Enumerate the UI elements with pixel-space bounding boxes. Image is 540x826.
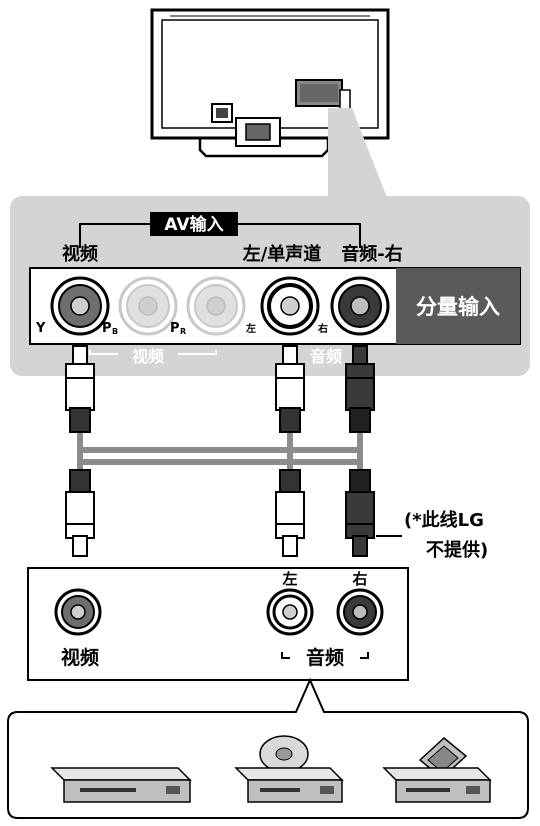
plug-video-bottom <box>65 469 95 557</box>
plug-audio-right-bottom <box>345 469 375 557</box>
zoom-pointer <box>328 108 388 200</box>
audio-bracket-left <box>281 652 290 659</box>
jack-pb[interactable] <box>118 276 178 336</box>
jack-left-label: 左 <box>245 322 256 335</box>
jack-pr[interactable] <box>186 276 246 336</box>
component-audio-group-label: 音频 <box>310 347 342 366</box>
vcr-icon <box>382 737 492 803</box>
cable-bundle <box>77 430 363 470</box>
device-right-label: 右 <box>352 570 367 588</box>
jack-pr-sub: R <box>180 327 186 336</box>
component-input-block <box>396 268 520 344</box>
device-jack-video[interactable] <box>54 588 102 636</box>
plug-audio-left-top <box>275 345 305 433</box>
cable-note-line1: (*此线LG <box>404 509 484 531</box>
jack-y[interactable] <box>50 276 110 336</box>
av-audio-left-label: 左/单声道 <box>243 243 322 265</box>
av-input-title-bg <box>150 212 238 236</box>
device-audio-label: 音频 <box>306 646 344 669</box>
jack-right-label: 右 <box>317 322 328 335</box>
av-video-label: 视频 <box>62 243 98 265</box>
cable-note-line2: 不提供) <box>426 539 488 561</box>
video-group-bracket-right <box>178 350 217 355</box>
jack-y-label: Y <box>35 321 46 336</box>
jack-audio-right[interactable] <box>330 276 390 336</box>
video-group-bracket-left <box>89 350 118 355</box>
dvd-player-icon <box>50 767 192 803</box>
jack-pb-label: P <box>102 321 112 336</box>
plug-audio-left-bottom <box>275 469 305 557</box>
jack-pb-sub: B <box>112 327 118 336</box>
plug-audio-right-top <box>345 345 375 433</box>
av-input-title: AV输入 <box>164 214 223 235</box>
plug-video-top <box>65 345 95 433</box>
audio-bracket-right <box>360 652 369 659</box>
jack-audio-left[interactable] <box>260 276 320 336</box>
device-jack-audio-right[interactable] <box>336 588 384 636</box>
device-video-label: 视频 <box>61 646 99 669</box>
component-video-group-label: 视频 <box>132 347 164 366</box>
disc-player-icon <box>234 735 344 803</box>
av-audio-right-label: 音频-右 <box>341 243 402 265</box>
device-jack-audio-left[interactable] <box>266 588 314 636</box>
jack-pr-label: P <box>170 321 180 336</box>
device-left-label: 左 <box>281 570 297 588</box>
component-input-title: 分量输入 <box>416 295 500 319</box>
